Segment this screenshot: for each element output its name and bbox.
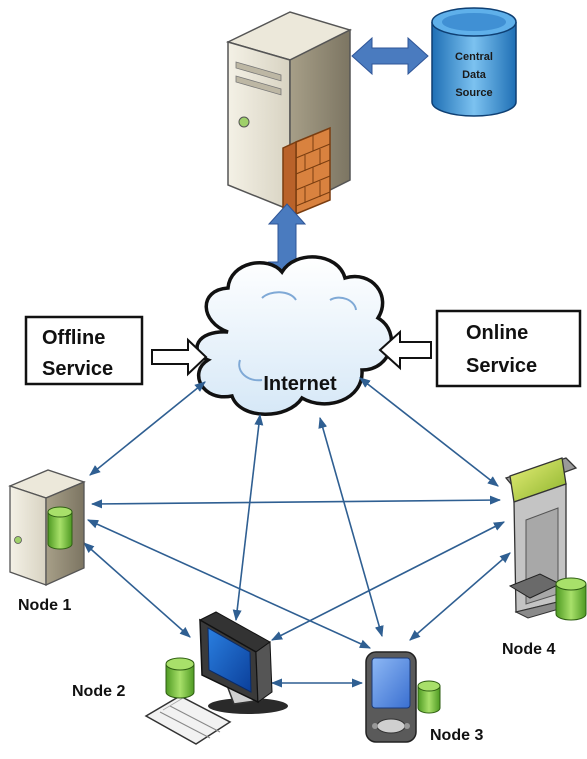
connector-node4-node3	[409, 552, 511, 641]
central-server-icon	[225, 11, 353, 216]
connectors	[83, 377, 511, 688]
node-2-label: Node 2	[72, 683, 125, 700]
offline-service-line1: Offline	[42, 327, 105, 349]
node-3-label: Node 3	[430, 727, 483, 744]
online-service-line1: Online	[466, 322, 528, 344]
offline-service-box: Offline Service	[24, 315, 144, 386]
server-node-icon	[8, 469, 86, 587]
node-4-label: Node 4	[502, 641, 555, 658]
kiosk-icon	[504, 457, 587, 621]
online-service-box: Online Service	[435, 309, 582, 388]
node-1-label: Node 1	[18, 597, 71, 614]
database-cylinder-icon: Central Data Source	[431, 7, 517, 117]
pda-device-icon	[365, 651, 441, 743]
connector-node1-node4	[90, 495, 502, 509]
offline-service-arrow	[151, 337, 208, 377]
online-service-arrow	[378, 329, 432, 371]
firewall-icon	[282, 126, 331, 216]
desktop-computer-icon	[144, 611, 288, 745]
internet-label: Internet	[263, 373, 337, 395]
connector-internet-node3	[318, 416, 384, 638]
data-source-label-line1: Central	[455, 51, 493, 63]
connector-node1-node2	[83, 542, 191, 638]
connector-internet-node1	[89, 381, 206, 476]
data-source-label-line3: Source	[455, 87, 492, 99]
server-datasource-double-arrow	[351, 36, 429, 76]
connector-node4-node2	[271, 521, 505, 641]
connector-internet-node4	[359, 377, 499, 487]
online-service-line2: Service	[466, 355, 537, 377]
offline-service-line2: Service	[42, 358, 113, 380]
data-source-label-line2: Data	[462, 69, 487, 81]
